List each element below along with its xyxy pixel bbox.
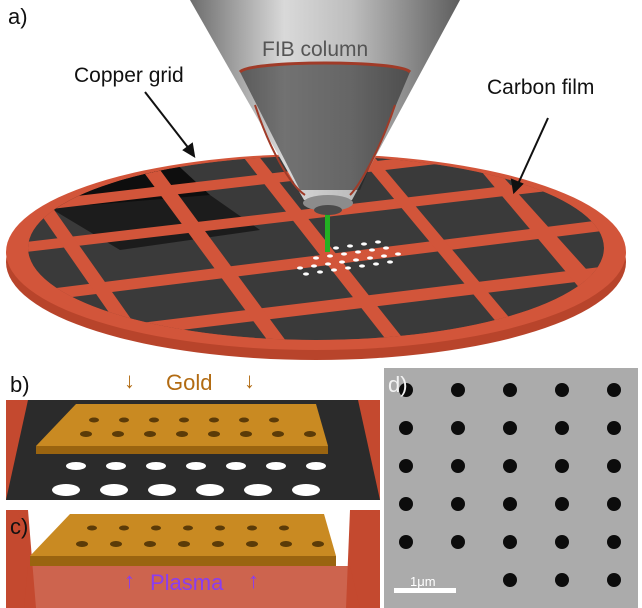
sem-hole bbox=[607, 573, 621, 587]
sem-hole bbox=[399, 459, 413, 473]
sem-hole bbox=[503, 497, 517, 511]
plasma-arrow-left: ↑ bbox=[124, 568, 135, 593]
plasma-arrow-right: ↑ bbox=[248, 568, 259, 593]
gold-label: Gold bbox=[166, 370, 213, 395]
panel-b-illustration bbox=[6, 392, 380, 500]
sem-hole bbox=[555, 383, 569, 397]
sem-hole bbox=[399, 535, 413, 549]
scale-bar bbox=[394, 588, 456, 593]
panel-a-illustration bbox=[6, 0, 626, 360]
sem-hole bbox=[503, 459, 517, 473]
panel-label-b: b) bbox=[10, 372, 30, 397]
callout-arrows bbox=[144, 91, 549, 195]
sem-hole bbox=[399, 421, 413, 435]
sem-hole bbox=[503, 383, 517, 397]
carbon-film-label: Carbon film bbox=[487, 76, 595, 99]
sem-hole bbox=[451, 459, 465, 473]
panel-label-d: d) bbox=[388, 372, 408, 397]
panel-c-illustration bbox=[6, 506, 380, 608]
sem-hole bbox=[555, 459, 569, 473]
sem-image bbox=[384, 368, 638, 608]
sem-hole bbox=[555, 497, 569, 511]
sem-hole-array bbox=[399, 383, 621, 587]
sem-hole bbox=[607, 459, 621, 473]
gold-arrow-right: ↓ bbox=[244, 368, 255, 393]
sem-hole bbox=[451, 383, 465, 397]
sem-hole bbox=[451, 421, 465, 435]
sem-hole bbox=[503, 535, 517, 549]
panel-label-a: a) bbox=[8, 4, 28, 29]
sem-hole bbox=[399, 497, 413, 511]
sem-hole bbox=[555, 535, 569, 549]
sem-hole bbox=[607, 421, 621, 435]
sem-hole bbox=[451, 535, 465, 549]
sem-hole bbox=[451, 497, 465, 511]
sem-hole bbox=[503, 421, 517, 435]
sem-hole bbox=[555, 421, 569, 435]
fib-column bbox=[190, 0, 460, 215]
gold-arrow-left: ↓ bbox=[124, 368, 135, 393]
plasma-label: Plasma bbox=[150, 570, 224, 595]
sem-hole bbox=[607, 383, 621, 397]
panel-label-c: c) bbox=[10, 514, 29, 539]
sem-hole bbox=[503, 573, 517, 587]
copper-grid-label: Copper grid bbox=[74, 64, 184, 87]
sem-hole bbox=[607, 497, 621, 511]
ion-beam bbox=[325, 212, 330, 252]
scale-bar-label: 1μm bbox=[410, 574, 436, 589]
hole-array bbox=[297, 240, 401, 276]
sem-hole bbox=[607, 535, 621, 549]
sem-hole bbox=[399, 383, 413, 397]
sem-hole bbox=[555, 573, 569, 587]
fib-column-label: FIB column bbox=[262, 38, 369, 61]
